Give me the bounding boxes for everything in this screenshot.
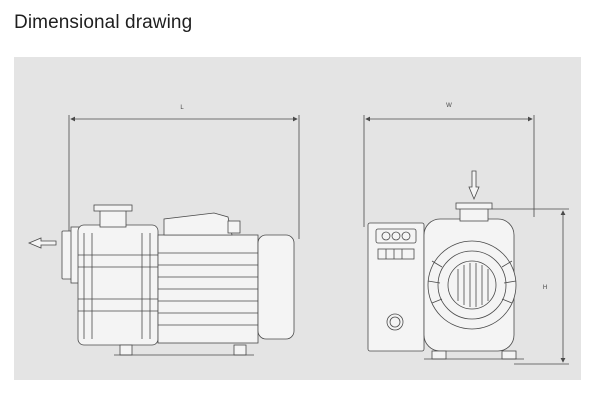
exhaust-arrow-icon bbox=[468, 170, 480, 201]
height-label: H bbox=[543, 285, 547, 291]
dimensional-drawing: L W H bbox=[27, 103, 569, 365]
drawing-panel: L W H bbox=[14, 57, 581, 380]
side-view bbox=[27, 115, 300, 356]
page-title: Dimensional drawing bbox=[14, 12, 193, 33]
width-label: W bbox=[446, 103, 452, 109]
inlet-arrow-icon bbox=[27, 237, 57, 249]
front-view bbox=[363, 115, 569, 365]
length-label: L bbox=[180, 105, 184, 111]
